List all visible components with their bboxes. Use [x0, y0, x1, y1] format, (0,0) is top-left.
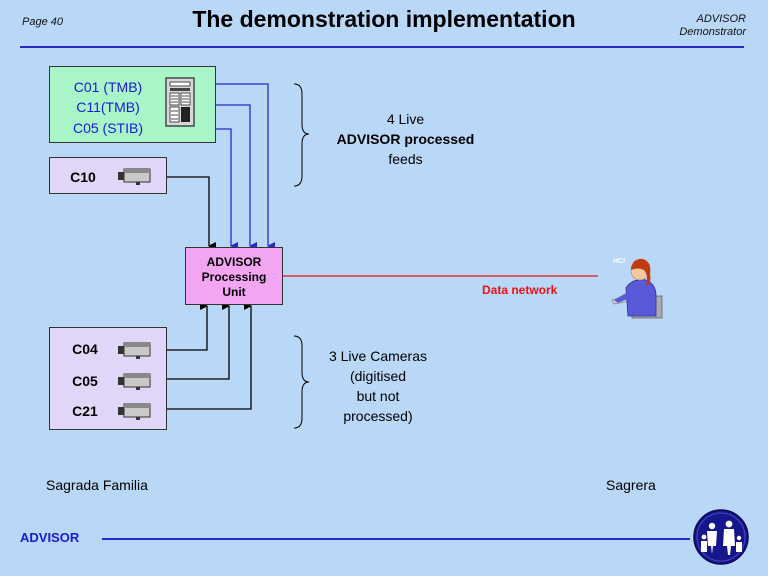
camera-icon: [118, 342, 151, 359]
footer-rule: [102, 538, 690, 540]
processed-feeds-note: 4 Live ADVISOR processed feeds: [318, 109, 493, 169]
slide-title: The demonstration implementation: [192, 6, 576, 32]
camera-label-c10: C10: [70, 169, 96, 185]
camera-line-c21: [167, 302, 252, 410]
source-c01: C01 (TMB): [73, 79, 143, 95]
live-cameras-line-1: 3 Live Cameras: [328, 348, 428, 364]
camera-line-c04: [167, 302, 208, 351]
processed-feeds-line-2: ADVISOR processed: [336, 131, 475, 147]
camera-icon: [118, 403, 151, 420]
processed-source-group: C01 (TMB) C11(TMB) C05 (STIB): [49, 66, 216, 143]
data-network-label: Data network: [482, 283, 558, 297]
camera-label-c05: C05: [72, 373, 98, 389]
footer-brand: ADVISOR: [20, 530, 80, 545]
camera-icon: [118, 373, 151, 390]
brace-top: [293, 83, 310, 187]
live-cameras-line-2: (digitised: [349, 368, 407, 384]
page-number: Page 40: [22, 16, 63, 28]
processing-unit-line-2: Processing: [201, 270, 267, 284]
location-left: Sagrada Familia: [46, 477, 148, 493]
header-rule: [20, 46, 744, 48]
feed-line-c05: [216, 128, 238, 250]
brand-label: ADVISOR Demonstrator: [679, 13, 746, 39]
hci-label: HCI: [613, 258, 626, 265]
family-logo-icon: [693, 509, 749, 565]
brace-bottom: [293, 335, 310, 429]
location-right: Sagrera: [606, 477, 656, 493]
processed-feeds-line-3: feeds: [388, 151, 423, 167]
processing-unit-line-1: ADVISOR: [206, 255, 262, 269]
server-rack-icon: [165, 77, 195, 127]
live-cameras-line-4: processed): [343, 408, 413, 424]
brand-line-2: Demonstrator: [679, 26, 746, 38]
processed-feeds-line-1: 4 Live: [386, 111, 425, 127]
advisor-processing-unit: ADVISOR Processing Unit: [185, 247, 283, 305]
camera-icon: [118, 168, 151, 185]
camera-label-c04: C04: [72, 341, 98, 357]
operator-person-icon: [611, 258, 663, 319]
source-c11: C11(TMB): [76, 99, 140, 115]
unprocessed-camera-group: C04 C05 C21: [49, 327, 167, 430]
brand-line-1: ADVISOR: [696, 13, 746, 25]
feed-line-c10: [167, 176, 216, 250]
processing-unit-line-3: Unit: [222, 285, 246, 299]
source-c05-stib: C05 (STIB): [72, 120, 143, 136]
camera-label-c21: C21: [72, 403, 98, 419]
live-cameras-line-3: but not: [356, 388, 400, 404]
feed-line-c11: [216, 104, 257, 250]
camera-line-c05: [167, 302, 230, 380]
live-cameras-note: 3 Live Cameras (digitised but not proces…: [308, 346, 448, 426]
processed-camera-c10: C10: [49, 157, 167, 194]
feed-line-c01: [216, 83, 275, 250]
